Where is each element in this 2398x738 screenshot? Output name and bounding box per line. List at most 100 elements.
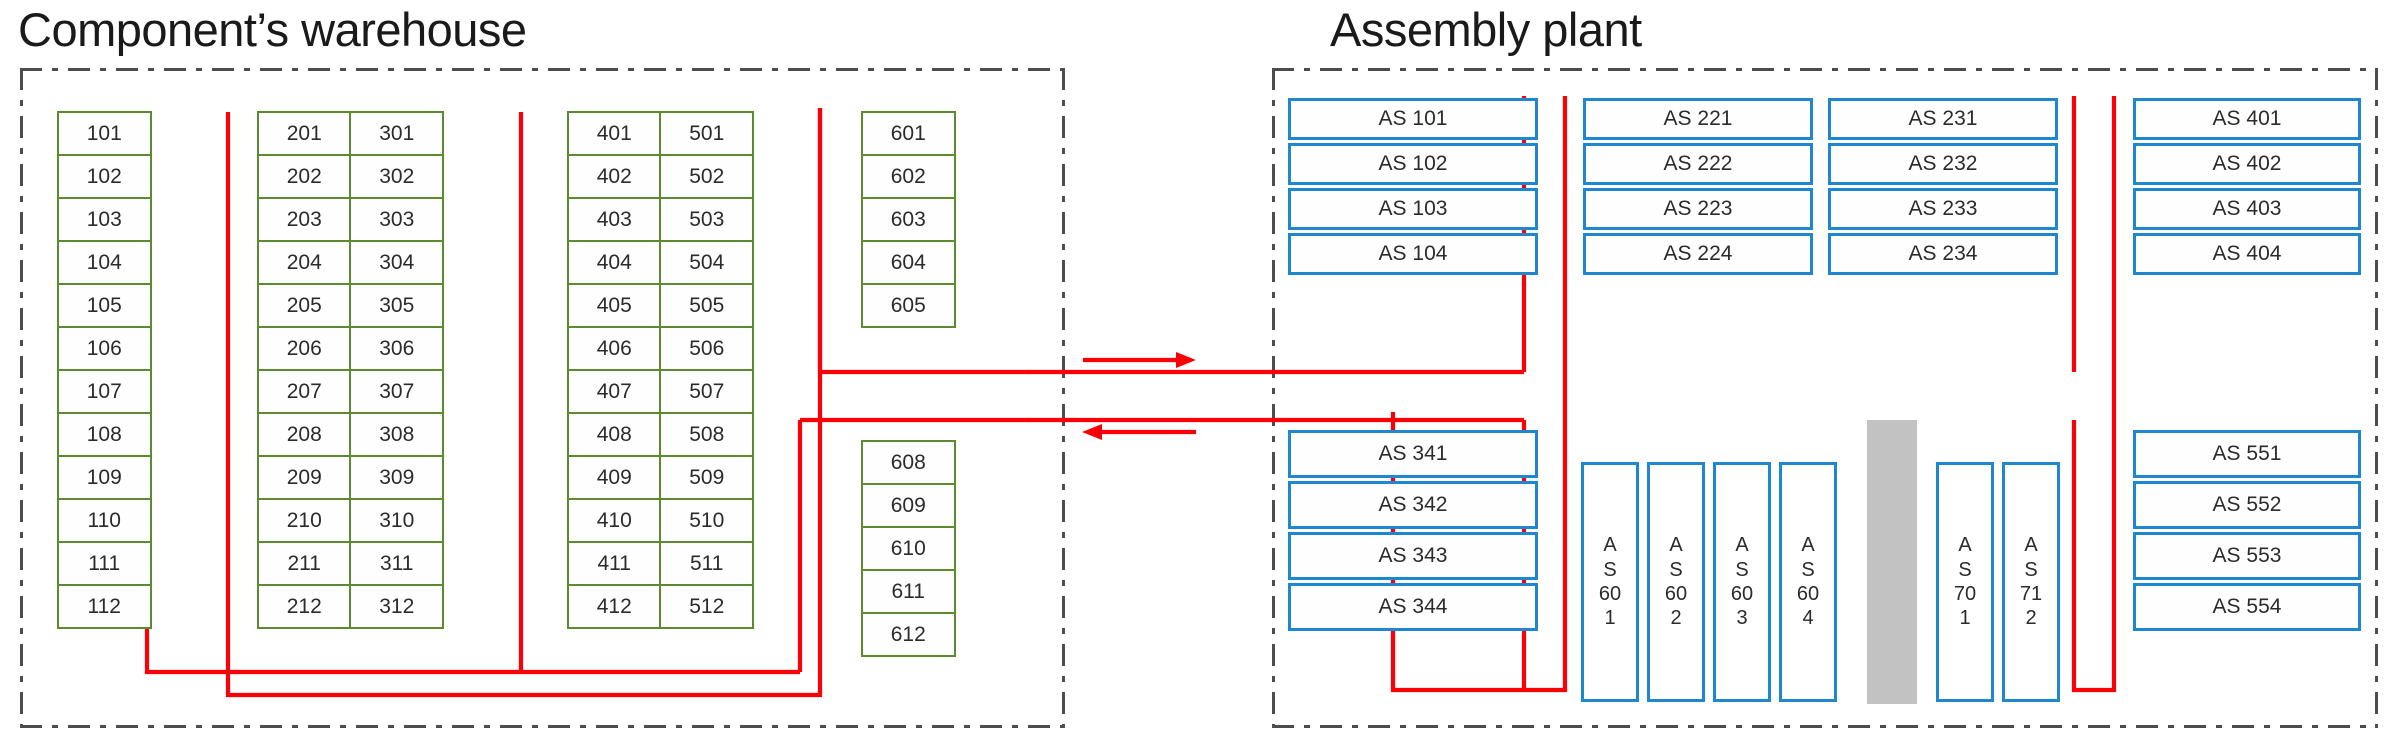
rack-cell[interactable]: 207 (256, 368, 352, 415)
station-cell[interactable]: AS 551 (2133, 429, 2361, 478)
rack-cell[interactable]: 602 (860, 153, 956, 200)
rack-cell[interactable]: 501 (659, 110, 755, 157)
rack-cell[interactable]: 502 (659, 153, 755, 200)
rack-cell[interactable]: 604 (860, 239, 956, 286)
rack-cell[interactable]: 201 (256, 110, 352, 157)
rack-cell[interactable]: 410 (566, 497, 662, 544)
rack-cell[interactable]: 503 (659, 196, 755, 243)
station-cell[interactable]: AS 401 (2133, 97, 2361, 140)
rack-cell[interactable]: 308 (349, 411, 445, 458)
station-cell[interactable]: AS 221 (1583, 97, 1813, 140)
rack-cell[interactable]: 609 (860, 482, 956, 529)
station-cell[interactable]: AS 552 (2133, 480, 2361, 529)
rack-cell[interactable]: 405 (566, 282, 662, 329)
station-as602[interactable]: A S 60 2 (1647, 462, 1705, 702)
rack-cell[interactable]: 404 (566, 239, 662, 286)
rack-cell[interactable]: 401 (566, 110, 662, 157)
station-cell[interactable]: AS 342 (1288, 480, 1538, 529)
rack-cell[interactable]: 111 (56, 540, 152, 587)
rack-cell[interactable]: 309 (349, 454, 445, 501)
rack-cell[interactable]: 612 (860, 611, 956, 658)
station-as701[interactable]: A S 70 1 (1936, 462, 1994, 702)
rack-cell[interactable]: 507 (659, 368, 755, 415)
station-as603[interactable]: A S 60 3 (1713, 462, 1771, 702)
station-cell[interactable]: AS 402 (2133, 142, 2361, 185)
rack-cell[interactable]: 103 (56, 196, 152, 243)
rack-cell[interactable]: 306 (349, 325, 445, 372)
rack-cell[interactable]: 301 (349, 110, 445, 157)
rack-cell[interactable]: 506 (659, 325, 755, 372)
rack-cell[interactable]: 202 (256, 153, 352, 200)
rack-cell[interactable]: 302 (349, 153, 445, 200)
rack-cell[interactable]: 205 (256, 282, 352, 329)
rack-cell[interactable]: 402 (566, 153, 662, 200)
rack-cell[interactable]: 109 (56, 454, 152, 501)
rack-cell[interactable]: 403 (566, 196, 662, 243)
rack-cell[interactable]: 307 (349, 368, 445, 415)
rack-cell[interactable]: 211 (256, 540, 352, 587)
rack-cell[interactable]: 203 (256, 196, 352, 243)
rack-cell[interactable]: 208 (256, 411, 352, 458)
rack-cell[interactable]: 408 (566, 411, 662, 458)
station-cell[interactable]: AS 403 (2133, 187, 2361, 230)
rack-cell[interactable]: 412 (566, 583, 662, 630)
station-cell[interactable]: AS 234 (1828, 232, 2058, 275)
station-cell[interactable]: AS 224 (1583, 232, 1813, 275)
station-cell[interactable]: AS 222 (1583, 142, 1813, 185)
rack-cell[interactable]: 505 (659, 282, 755, 329)
rack-cell[interactable]: 605 (860, 282, 956, 329)
station-as601[interactable]: A S 60 1 (1581, 462, 1639, 702)
station-as712[interactable]: A S 71 2 (2002, 462, 2060, 702)
rack-cell[interactable]: 510 (659, 497, 755, 544)
rack-cell[interactable]: 409 (566, 454, 662, 501)
rack-cell[interactable]: 504 (659, 239, 755, 286)
station-cell[interactable]: AS 343 (1288, 531, 1538, 580)
rack-cell[interactable]: 110 (56, 497, 152, 544)
rack-cell[interactable]: 508 (659, 411, 755, 458)
rack-cell[interactable]: 104 (56, 239, 152, 286)
rack-cell[interactable]: 611 (860, 568, 956, 615)
rack-cell[interactable]: 509 (659, 454, 755, 501)
station-cell[interactable]: AS 232 (1828, 142, 2058, 185)
rack-cell[interactable]: 112 (56, 583, 152, 630)
rack-cell[interactable]: 411 (566, 540, 662, 587)
rack-cell[interactable]: 406 (566, 325, 662, 372)
station-cell[interactable]: AS 233 (1828, 187, 2058, 230)
rack-cell[interactable]: 312 (349, 583, 445, 630)
rack-cell[interactable]: 305 (349, 282, 445, 329)
rack-cell[interactable]: 407 (566, 368, 662, 415)
rack-cell[interactable]: 304 (349, 239, 445, 286)
rack-cell[interactable]: 107 (56, 368, 152, 415)
rack-cell[interactable]: 310 (349, 497, 445, 544)
station-cell[interactable]: AS 553 (2133, 531, 2361, 580)
rack-cell[interactable]: 102 (56, 153, 152, 200)
rack-cell[interactable]: 311 (349, 540, 445, 587)
rack-cell[interactable]: 206 (256, 325, 352, 372)
rack-cell[interactable]: 209 (256, 454, 352, 501)
rack-cell[interactable]: 210 (256, 497, 352, 544)
station-cell[interactable]: AS 554 (2133, 582, 2361, 631)
rack-cell[interactable]: 303 (349, 196, 445, 243)
station-cell[interactable]: AS 223 (1583, 187, 1813, 230)
rack-cell[interactable]: 512 (659, 583, 755, 630)
rack-cell[interactable]: 601 (860, 110, 956, 157)
rack-cell[interactable]: 603 (860, 196, 956, 243)
station-cell[interactable]: AS 231 (1828, 97, 2058, 140)
rack-cell[interactable]: 101 (56, 110, 152, 157)
rack-cell[interactable]: 608 (860, 439, 956, 486)
rack-cell[interactable]: 204 (256, 239, 352, 286)
station-cell[interactable]: AS 104 (1288, 232, 1538, 275)
station-cell[interactable]: AS 344 (1288, 582, 1538, 631)
rack-cell[interactable]: 212 (256, 583, 352, 630)
station-cell[interactable]: AS 404 (2133, 232, 2361, 275)
station-cell[interactable]: AS 101 (1288, 97, 1538, 140)
rack-cell[interactable]: 610 (860, 525, 956, 572)
station-cell[interactable]: AS 341 (1288, 429, 1538, 478)
rack-cell[interactable]: 511 (659, 540, 755, 587)
station-cell[interactable]: AS 103 (1288, 187, 1538, 230)
station-cell[interactable]: AS 102 (1288, 142, 1538, 185)
rack-cell[interactable]: 106 (56, 325, 152, 372)
station-as604[interactable]: A S 60 4 (1779, 462, 1837, 702)
rack-cell[interactable]: 105 (56, 282, 152, 329)
rack-cell[interactable]: 108 (56, 411, 152, 458)
